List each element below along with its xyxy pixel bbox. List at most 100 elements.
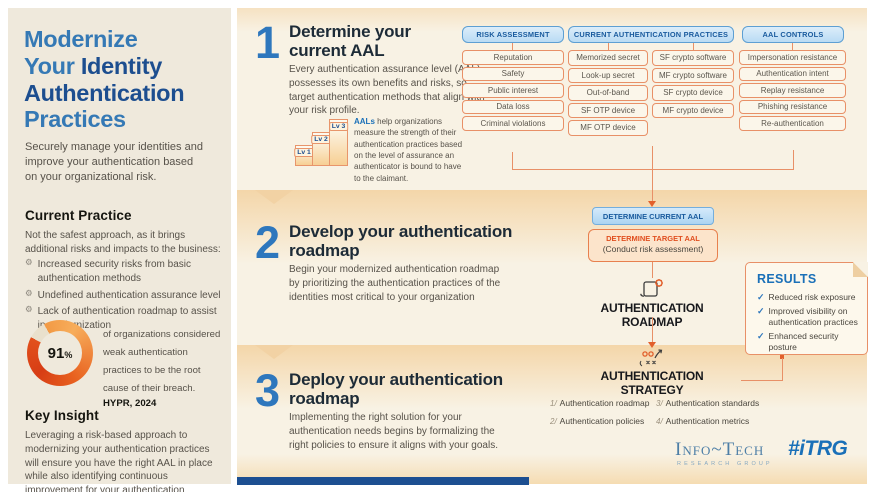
folded-corner-icon <box>853 261 869 277</box>
risk-item: Data loss <box>462 99 564 114</box>
strategy-item-2: 2/Authentication policies <box>550 416 645 426</box>
title-line2-light: Your <box>24 52 81 79</box>
title-line1: Modernize <box>24 26 138 52</box>
bottom-accent-bar <box>237 477 529 485</box>
risk-assessment-header: RISK ASSESSMENT <box>462 26 564 43</box>
risk-item: Public interest <box>462 83 564 98</box>
connector <box>693 43 695 50</box>
infotech-logo-main: Info~Tech <box>675 439 765 460</box>
stat-text: of organizations considered weak authent… <box>103 329 221 394</box>
control-item: Authentication intent <box>739 66 846 81</box>
bullet-item: ⚙ Increased security risks from basic au… <box>25 258 225 286</box>
current-practice-heading: Current Practice <box>25 208 132 223</box>
authentication-strategy-label: AUTHENTICATION STRATEGY <box>600 369 704 397</box>
practice-item: SF crypto device <box>652 85 734 101</box>
results-heading: RESULTS <box>757 272 817 286</box>
itrg-logo: #iTRG <box>788 437 848 460</box>
stair-level-1: Lv 1 <box>294 145 314 166</box>
title-line4: Practices <box>24 106 126 133</box>
control-item: Re-authentication <box>739 116 846 131</box>
stat-source: HYPR, 2024 <box>103 398 157 409</box>
control-item: Impersonation resistance <box>739 50 846 65</box>
step2-body: Begin your modernized authentication roa… <box>289 264 501 303</box>
infotech-logo-sub: RESEARCH GROUP <box>677 461 773 467</box>
control-item: Phishing resistance <box>739 99 846 114</box>
connector <box>512 152 514 170</box>
practice-item: Out-of-band <box>568 85 648 101</box>
target-aal-title: DETERMINE TARGET AAL <box>606 234 700 243</box>
practice-item: MF OTP device <box>568 120 648 136</box>
aal-note: AALs help organizations measure the stre… <box>354 116 466 184</box>
connector-dot <box>780 355 784 359</box>
stair-level-3: Lv 3 <box>328 119 349 166</box>
current-practice-intro: Not the safest approach, as it brings ad… <box>25 230 221 255</box>
auth-practices-right-list: SF crypto software MF crypto software SF… <box>652 50 734 120</box>
step1-number: 1 <box>255 17 281 68</box>
strategy-playbook-icon <box>639 349 663 367</box>
step3-body: Implementing the right solution for your… <box>289 412 498 451</box>
connector <box>781 358 783 381</box>
result-item: ✓ Enhanced security posture <box>757 331 839 353</box>
chevron-down-icon <box>255 345 293 359</box>
lv1-label: Lv 1 <box>294 147 314 157</box>
practice-item: Look-up secret <box>568 67 648 83</box>
stair-level-2: Lv 2 <box>311 132 331 166</box>
connector <box>741 380 783 382</box>
chevron-down-icon <box>255 190 293 204</box>
title-line2-bold: Identity <box>80 52 162 79</box>
connector <box>512 43 514 50</box>
practice-item: MF crypto software <box>652 67 734 83</box>
strategy-item-4: 4/Authentication metrics <box>656 416 750 426</box>
connector <box>651 146 653 202</box>
strategy-item-1: 1/Authentication roadmap <box>550 398 650 408</box>
bullet-text: Undefined authentication assurance level <box>37 289 221 301</box>
control-item: Replay resistance <box>739 83 846 98</box>
risk-item: Safety <box>462 66 564 81</box>
strategy-item-3: 3/Authentication standards <box>656 398 760 408</box>
donut-hole: 91% <box>38 331 82 375</box>
arrow-down-icon <box>648 342 656 348</box>
sidebar-panel: Modernize Your Identity Authentication P… <box>8 8 231 492</box>
connector <box>512 169 794 171</box>
risk-item: Criminal violations <box>462 116 564 131</box>
check-icon: ✓ <box>757 306 765 317</box>
connector <box>793 150 795 170</box>
donut-chart-91: 91% <box>27 320 93 386</box>
page-title: Modernize Your Identity Authentication P… <box>24 26 220 133</box>
auth-practices-left-list: Memorized secret Look-up secret Out-of-b… <box>568 50 648 138</box>
step3-number: 3 <box>255 365 281 416</box>
connector <box>651 262 653 278</box>
connector <box>608 43 610 50</box>
step2-title: Develop your authentication roadmap <box>289 222 513 260</box>
step1-title: Determine your current AAL <box>289 22 411 60</box>
aal-note-lead: AALs <box>354 117 375 126</box>
step2-number: 2 <box>255 217 281 268</box>
aal-note-text: help organizations measure the strength … <box>354 117 463 183</box>
intro-subtitle: Securely manage your identities and impr… <box>25 141 203 184</box>
connector <box>651 317 653 343</box>
aal-stairs-graphic: Lv 1 Lv 2 Lv 3 <box>294 116 351 166</box>
target-aal-subtitle: (Conduct risk assessment) <box>602 244 704 254</box>
bullet-item: ⚙ Undefined authentication assurance lev… <box>25 289 225 303</box>
gear-icon: ⚙ <box>25 288 33 299</box>
step3-title: Deploy your authentication roadmap <box>289 370 503 408</box>
title-line3-bold: Authentication <box>24 79 185 106</box>
lv2-label: Lv 2 <box>311 134 331 144</box>
roadmap-scroll-icon <box>640 279 663 297</box>
gear-icon: ⚙ <box>25 258 33 268</box>
stat-value: 91% <box>47 344 73 362</box>
check-icon: ✓ <box>757 292 765 302</box>
lv3-label: Lv 3 <box>328 121 349 131</box>
practice-item: MF crypto device <box>652 102 734 118</box>
aal-controls-header: AAL CONTROLS <box>742 26 844 43</box>
determine-target-aal-box: DETERMINE TARGET AAL (Conduct risk asses… <box>588 229 718 262</box>
arrow-down-icon <box>648 201 656 207</box>
step1-body: Every authentication assurance level (AA… <box>289 64 485 117</box>
risk-item: Reputation <box>462 50 564 65</box>
check-icon: ✓ <box>757 331 765 342</box>
bullet-text: Increased security risks from basic auth… <box>37 259 192 284</box>
practice-item: Memorized secret <box>568 50 648 66</box>
result-item: ✓ Improved visibility on authentication … <box>757 306 858 328</box>
determine-current-aal-box: DETERMINE CURRENT AAL <box>592 207 714 225</box>
infotech-logo: Info~Tech RESEARCH GROUP <box>675 440 773 467</box>
